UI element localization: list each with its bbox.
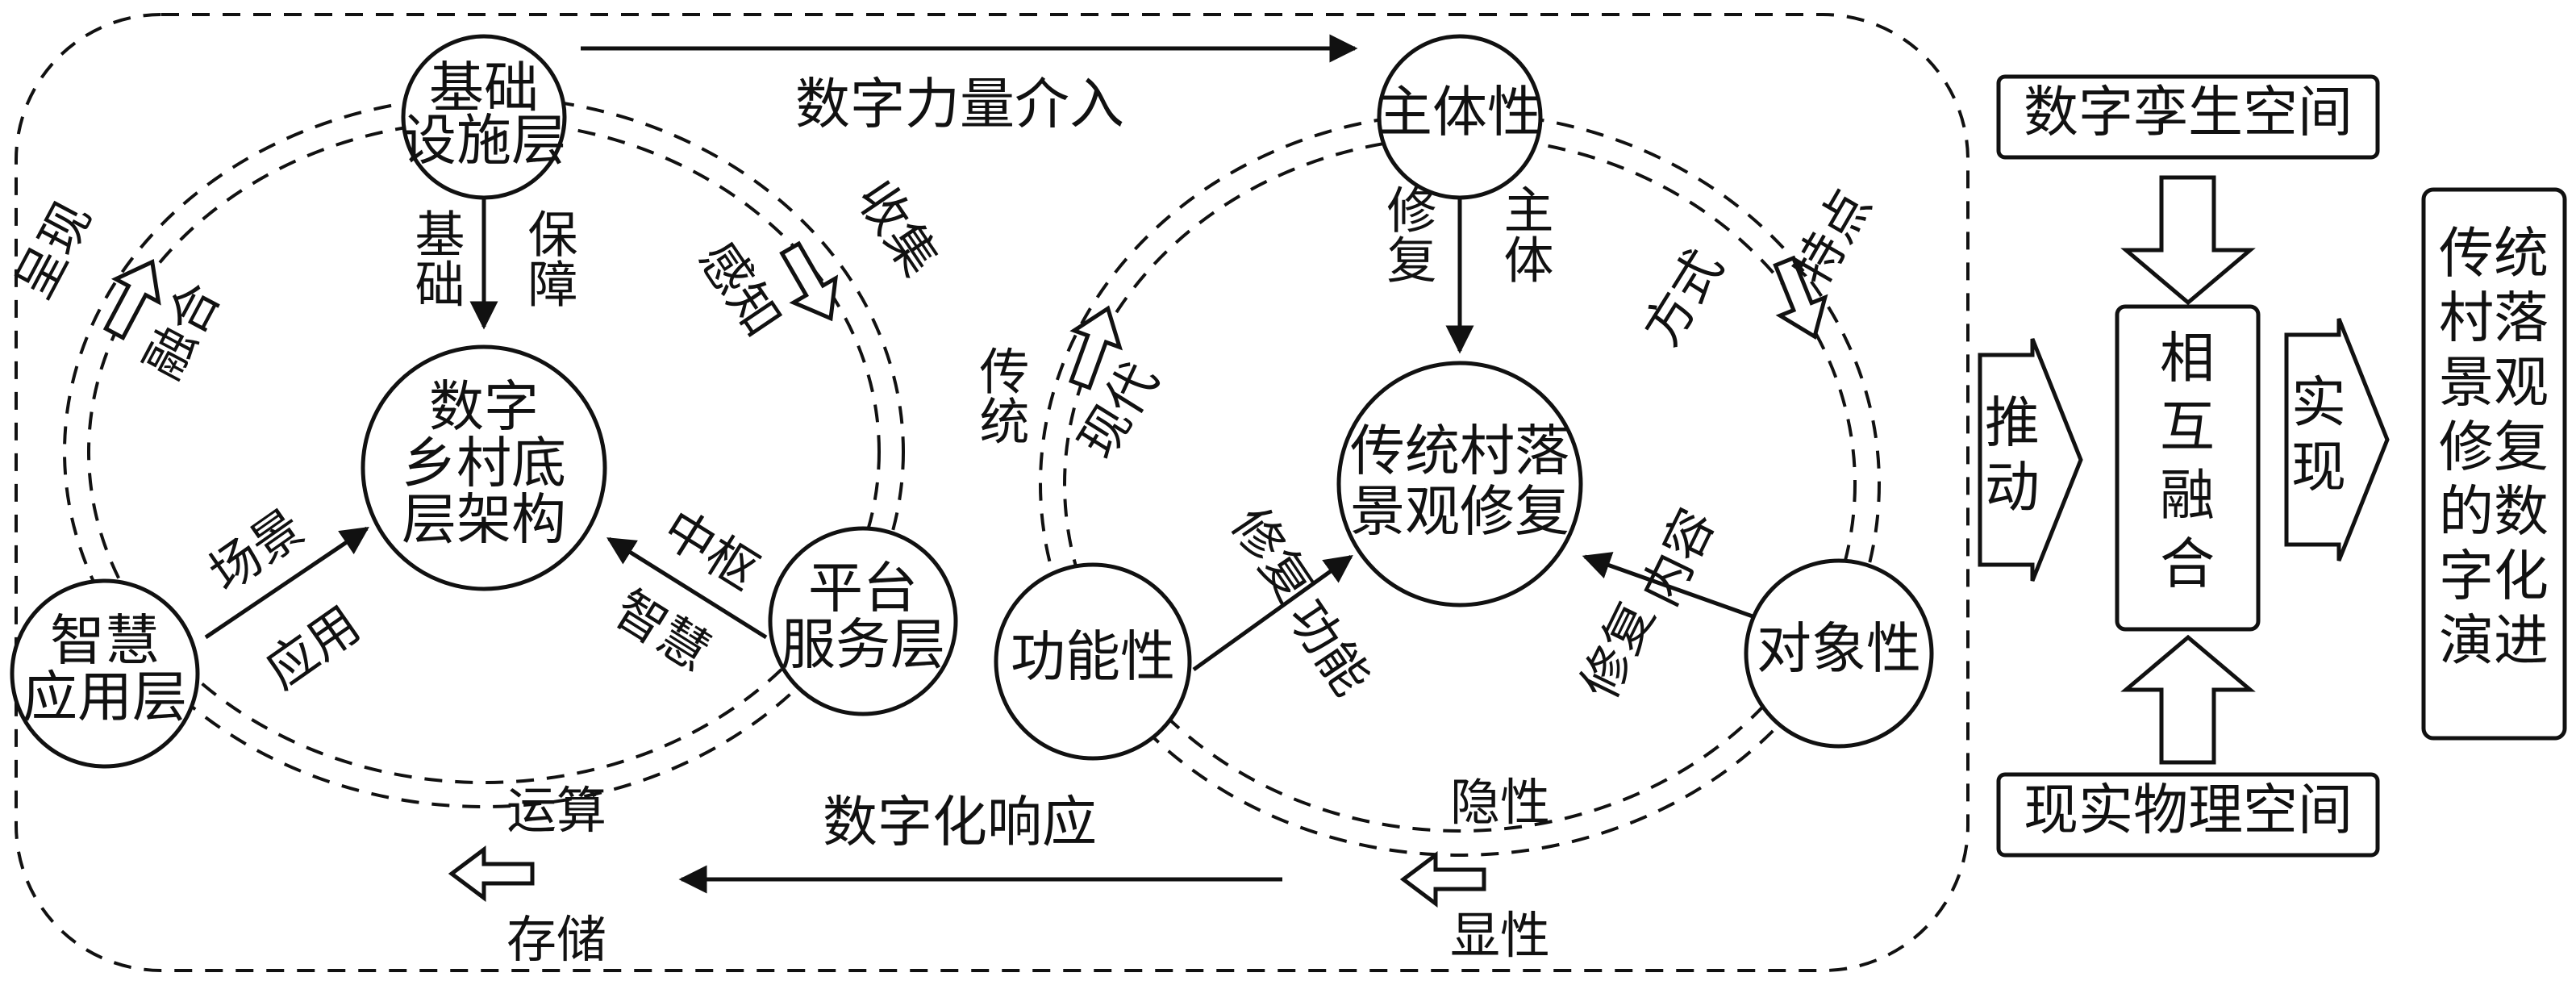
right-edge-top-a: 修复: [1378, 184, 1437, 284]
right-arrow-right-to-center: [1582, 552, 1767, 624]
right-cycle: 主体性 功能性 对象性 传统村落 景观修复 修复 主体 修复 功能 内容 修复 …: [971, 34, 1934, 965]
right-ring-hollow-arrow-upper-left: [1068, 305, 1123, 390]
physical-space-box: [1996, 772, 2380, 858]
right-ring-hollow-arrow-bottom: [1399, 851, 1486, 908]
right-right-label: 对象性: [1757, 618, 1921, 682]
node-right-right: [1744, 558, 1934, 749]
left-edge-top-b: 保障: [519, 208, 578, 308]
left-arrow-left-to-center: [204, 526, 369, 640]
right-edge-left-b: 功能: [1277, 590, 1382, 706]
right-edge-right-a: 内容: [1630, 499, 1727, 615]
left-right-line1: 平台: [808, 557, 918, 621]
node-right-center: [1336, 361, 1583, 607]
node-right-left: [994, 562, 1192, 761]
push-line1: 推: [1985, 392, 2040, 456]
hollow-arrow-up: [2120, 634, 2256, 765]
link-bottom-label: 数字化响应: [823, 791, 1097, 855]
left-center-line3: 层架构: [402, 489, 566, 553]
left-top-line1: 基础: [429, 57, 539, 121]
outer-dashed-frame: [15, 13, 1970, 972]
right-ring-bottom-a: 隐性: [1450, 773, 1550, 832]
right-ring-bottom-b: 显性: [1450, 906, 1550, 965]
hollow-arrow-down: [2120, 175, 2256, 306]
left-ring-upper-right-b: 收集: [845, 170, 950, 286]
result-line5: 的数: [2439, 481, 2549, 545]
link-top-label: 数字力量介入: [795, 73, 1124, 137]
merge-box: [2115, 304, 2261, 632]
digital-twin-box: [1996, 74, 2380, 160]
left-left-line1: 智慧: [50, 610, 160, 674]
right-ring-outer: [1039, 111, 1881, 857]
node-left-center: [361, 344, 607, 591]
right-center-line2: 景观修复: [1350, 481, 1569, 545]
left-ring-outer: [63, 95, 905, 808]
left-ring-inner: [87, 119, 881, 784]
left-ring-bottom-a: 运算: [506, 781, 606, 840]
left-ring-upper-left-a: 呈现: [4, 192, 103, 308]
left-top-line2: 设施层: [402, 110, 566, 173]
left-ring-hollow-arrow-upper-right: [779, 240, 839, 322]
left-cycle: 基础 设施层 智慧 应用层 平台 服务层 数字 乡村底 层架构 基础 保障 场景…: [4, 34, 958, 969]
merge-line4: 合: [2160, 533, 2215, 597]
digital-twin-label: 数字孪生空间: [2024, 81, 2353, 145]
right-ring-hollow-arrow-upper-right: [1773, 255, 1828, 340]
left-ring-bottom-b: 存储: [506, 910, 606, 969]
right-edge-right-b: 修复: [1569, 592, 1666, 708]
left-ring-hollow-arrow-upper-left: [102, 259, 161, 340]
left-edge-top-a: 基础: [406, 208, 465, 308]
push-hollow-arrow: [1978, 338, 2083, 582]
right-top-label: 主体性: [1378, 81, 1542, 145]
right-ring-upper-right-a: 方式: [1632, 240, 1735, 356]
node-left-top: [401, 34, 567, 200]
merge-line2: 互: [2160, 396, 2215, 460]
result-box: [2421, 187, 2567, 741]
result-line3: 景观: [2439, 352, 2549, 415]
result-line7: 演进: [2439, 610, 2549, 674]
left-ring-hollow-arrow-bottom: [448, 845, 535, 902]
realize-hollow-arrow: [2284, 318, 2390, 561]
realize-line2: 现: [2291, 436, 2346, 500]
left-ring-upper-right-a: 感知: [688, 231, 793, 347]
physical-space-label: 现实物理空间: [2024, 779, 2353, 843]
node-left-left: [10, 578, 200, 769]
side-flow: 数字孪生空间 现实物理空间 相 互 融 合 推 动 实 现 传统 村落 景观 修…: [1978, 74, 2567, 858]
node-left-right: [768, 526, 958, 716]
merge-line3: 融: [2160, 465, 2215, 528]
right-center-line1: 传统村落: [1350, 420, 1569, 484]
result-line6: 字化: [2439, 545, 2549, 609]
right-edge-left-a: 修复: [1220, 497, 1325, 613]
push-line2: 动: [1985, 457, 2040, 520]
left-edge-right-a: 中枢: [652, 499, 769, 602]
result-line4: 修复: [2439, 416, 2549, 480]
node-right-top: [1377, 34, 1543, 200]
result-line2: 村落: [2439, 287, 2549, 351]
merge-line1: 相: [2160, 328, 2215, 391]
realize-line1: 实: [2291, 372, 2346, 436]
right-edge-top-b: 主体: [1495, 184, 1554, 284]
left-arrow-right-to-center: [606, 536, 768, 640]
left-center-line1: 数字: [429, 376, 539, 440]
result-line1: 传统: [2439, 223, 2549, 286]
left-left-line2: 应用层: [23, 666, 187, 730]
left-edge-left-a: 场景: [198, 498, 314, 603]
right-arrow-left-to-center: [1192, 554, 1353, 672]
left-edge-right-b: 智慧: [604, 579, 720, 683]
left-right-line2: 服务层: [781, 614, 945, 678]
left-edge-left-b: 应用: [255, 595, 370, 700]
right-ring-upper-left-a: 传统: [971, 345, 1030, 445]
left-center-line2: 乡村底: [402, 432, 566, 496]
right-left-label: 功能性: [1011, 626, 1175, 690]
